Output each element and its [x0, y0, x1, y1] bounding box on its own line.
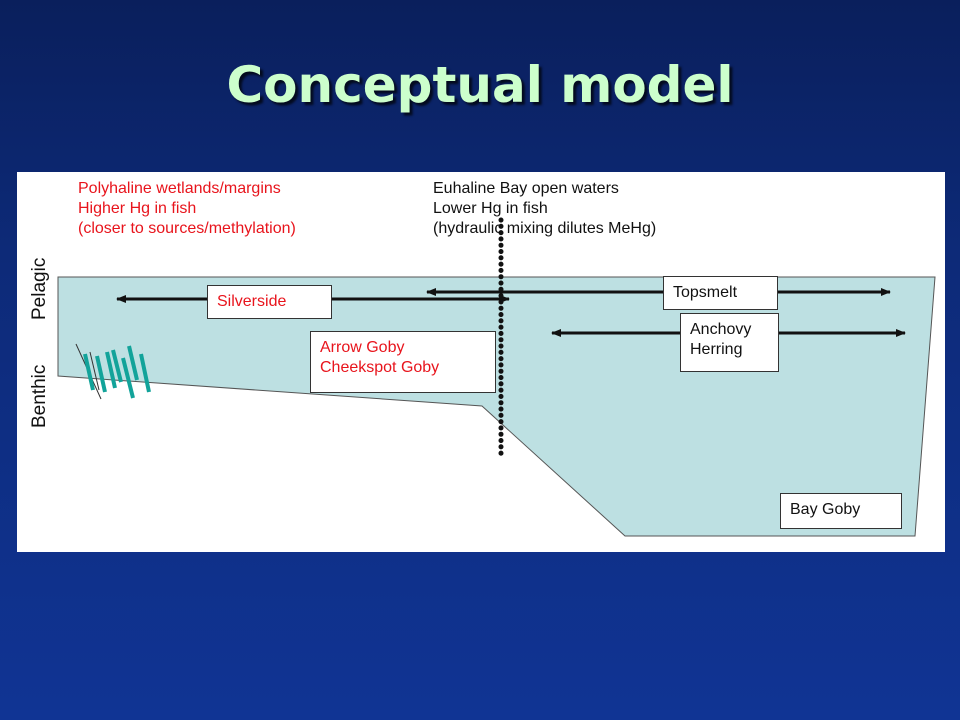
left-zone-title: Polyhaline wetlands/margins — [78, 180, 281, 197]
left-zone-hg-level: Higher Hg in fish — [78, 200, 197, 217]
anchovy-herring-label-box: Anchovy Herring — [680, 313, 779, 372]
cheekspot-goby-label: Cheekspot Goby — [320, 359, 440, 376]
arrow-goby-label: Arrow Goby — [320, 339, 405, 356]
right-zone-hg-level: Lower Hg in fish — [433, 200, 548, 217]
anchovy-label: Anchovy — [690, 321, 752, 338]
pelagic-axis-label: Pelagic — [29, 257, 50, 320]
right-zone-title: Euhaline Bay open waters — [433, 180, 619, 197]
slide-title: Conceptual model — [226, 56, 734, 114]
bay-goby-label: Bay Goby — [780, 493, 902, 529]
topsmelt-label: Topsmelt — [663, 276, 778, 310]
gobies-label-box: Arrow Goby Cheekspot Goby — [310, 331, 496, 393]
left-zone-explanation: (closer to sources/methylation) — [78, 220, 296, 237]
wetland-vegetation — [75, 343, 151, 400]
herring-label: Herring — [690, 341, 743, 358]
diagram-panel: Polyhaline wetlands/margins Higher Hg in… — [17, 172, 945, 552]
benthic-axis-label: Benthic — [29, 364, 50, 428]
silverside-label: Silverside — [207, 285, 332, 319]
right-zone-explanation: (hydraulic mixing dilutes MeHg) — [433, 220, 657, 237]
